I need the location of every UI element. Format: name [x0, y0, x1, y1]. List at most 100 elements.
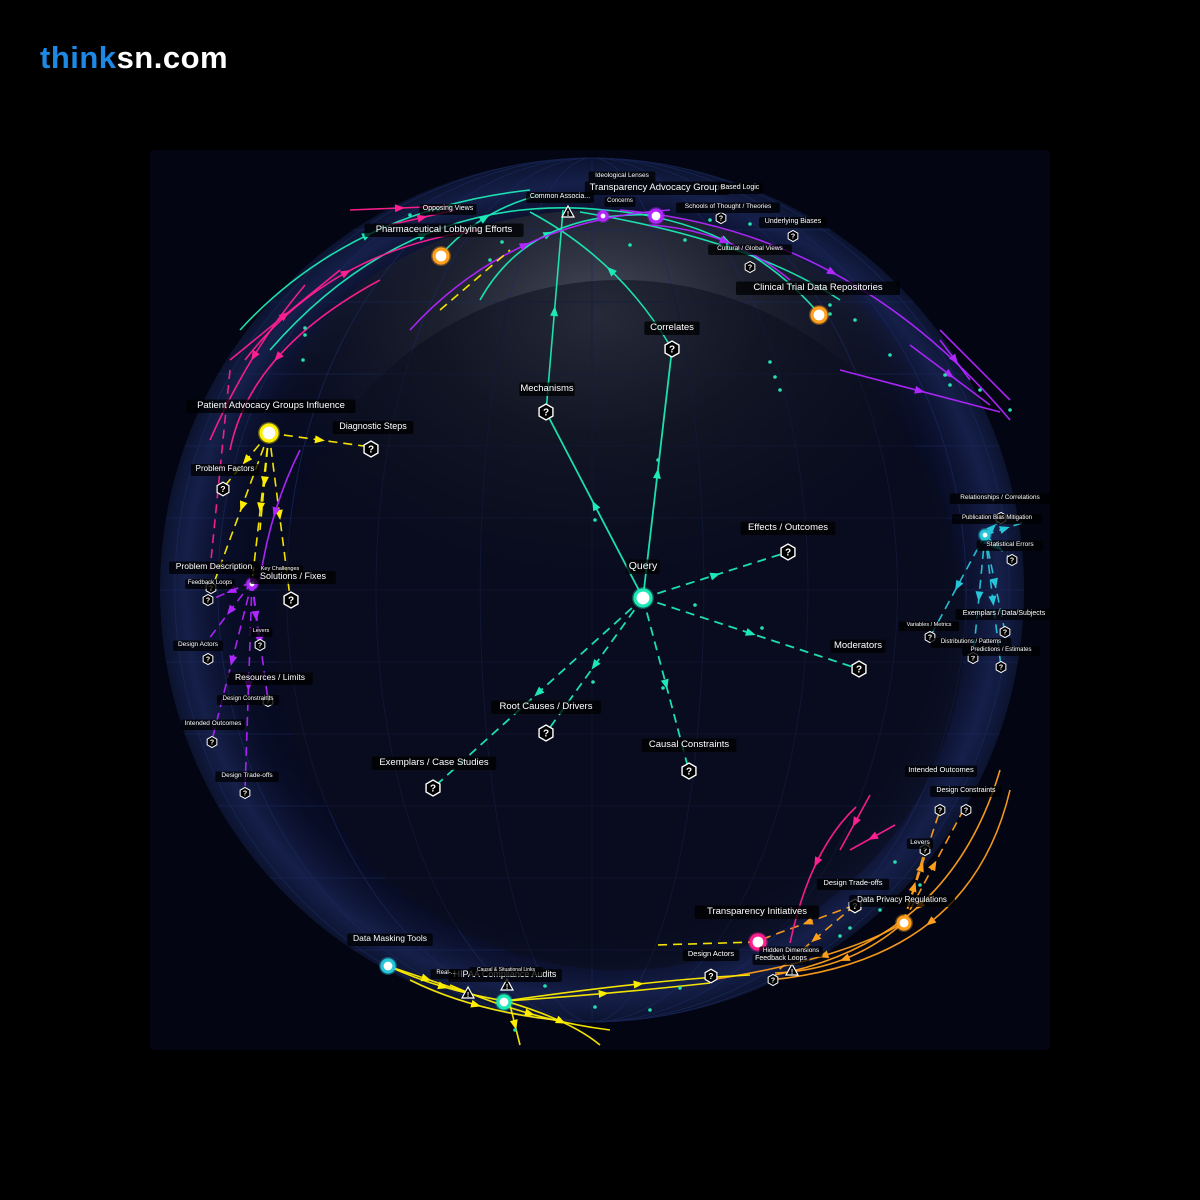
edge-dot: [500, 240, 504, 244]
peripheral-label-bg: [906, 838, 934, 849]
spoke-question-icon[interactable]: ?: [780, 543, 796, 561]
hex-shape: [999, 625, 1011, 639]
peripheral-label: Levers: [249, 627, 273, 637]
left-question-icon[interactable]: ?: [283, 591, 299, 609]
left-question-icon[interactable]: ?: [363, 440, 379, 458]
brand-logo[interactable]: thinksn.com: [40, 40, 228, 76]
warning-triangle-shape: [784, 962, 800, 976]
peripheral-label: Problem Description: [169, 561, 259, 574]
bl-yellow-edge-arrow: [470, 999, 482, 1008]
peripheral-label-bg: [249, 627, 273, 637]
edge-dot: [648, 1008, 652, 1012]
br-orange-dash-edge: [774, 904, 856, 974]
right-cyan-dash-edge-path: [929, 534, 986, 638]
spoke-question-icon[interactable]: ?: [538, 724, 554, 742]
right-question-icon[interactable]: ?: [999, 625, 1011, 639]
right-question-icon[interactable]: ?: [1006, 553, 1018, 567]
hex-shape: [780, 543, 796, 561]
node-layer[interactable]: ?Mechanisms?Correlates?Effects / Outcome…: [169, 171, 1050, 1012]
left-purple-dash-edge: [207, 581, 253, 641]
edge-dot: [628, 243, 632, 247]
graph-canvas[interactable]: ?Mechanisms?Correlates?Effects / Outcome…: [150, 150, 1050, 1050]
warning-triangle-icon: !: [499, 977, 515, 991]
br-question-icon[interactable]: ?: [704, 968, 718, 984]
right-question-icon[interactable]: ?: [995, 660, 1007, 674]
right-cyan-dash-edge-arrow: [990, 577, 998, 589]
peripheral-label-bg: [675, 202, 781, 213]
br-question-icon[interactable]: ?: [934, 803, 946, 817]
hub-node-hipaa-audits[interactable]: [495, 993, 513, 1011]
left-question-icon[interactable]: ?: [254, 638, 266, 652]
spoke-label-text: Correlates: [650, 322, 694, 333]
top-question-icon[interactable]: ?: [715, 211, 727, 225]
br-question-icon[interactable]: ?: [960, 803, 972, 817]
peripheral-label: Concerns: [604, 197, 636, 207]
hub-node-data-masking-ring: [380, 958, 396, 974]
hub-node-data-masking[interactable]: [379, 957, 397, 975]
top-question-icon[interactable]: ?: [744, 260, 756, 274]
spoke-question-icon[interactable]: ?: [664, 340, 680, 358]
hub-label-bg: [364, 223, 524, 237]
br-question-icon[interactable]: ?: [767, 973, 779, 987]
top-question-icon[interactable]: ?: [787, 229, 799, 243]
edge-dot: [661, 686, 665, 690]
hub-label: Patient Advocacy Groups Influence: [186, 399, 356, 413]
question-mark-glyph: ?: [708, 971, 713, 981]
left-yellow-dash-edge: [214, 432, 270, 581]
peripheral-label: Common Associa...: [526, 192, 594, 203]
query-center-node[interactable]: [632, 587, 654, 609]
edge-dot: [878, 908, 882, 912]
question-mark-glyph: ?: [258, 642, 262, 649]
spoke-label-bg: [371, 756, 497, 770]
spoke-question-icon[interactable]: ?: [538, 403, 554, 421]
edge-dot: [1008, 408, 1012, 412]
left-question-icon[interactable]: ?: [239, 786, 251, 800]
peripheral-label-bg: [419, 204, 477, 215]
left-magenta-edge-arrow: [251, 349, 260, 361]
left-yellow-dash-edge-path: [251, 432, 270, 583]
peripheral-label: Design Constraints: [930, 786, 1002, 797]
spoke-question-icon[interactable]: ?: [681, 762, 697, 780]
peripheral-label: Problem Factors: [190, 464, 260, 476]
edge-dot: [893, 860, 897, 864]
question-mark-glyph: ?: [220, 484, 225, 494]
knowledge-sphere-graph[interactable]: ?Mechanisms?Correlates?Effects / Outcome…: [150, 150, 1050, 1050]
spoke-question-icon[interactable]: ?: [851, 660, 867, 678]
question-mark-glyph: ?: [856, 665, 862, 676]
left-question-icon[interactable]: ?: [206, 735, 218, 749]
hub-label-bg: [849, 895, 955, 907]
left-question-icon[interactable]: ?: [216, 481, 230, 497]
top-yellow-dash-edge-path: [439, 249, 511, 311]
question-mark-glyph: ?: [971, 655, 975, 662]
peripheral-label-text: Cultural / Global Views: [717, 245, 783, 252]
right-small-cyan-node[interactable]: [978, 528, 992, 542]
peripheral-label-bg: [898, 621, 960, 631]
peripheral-label-text: Variables / Metrics: [907, 622, 952, 628]
top-purple-arc-edge-arrow: [518, 242, 530, 251]
spoke-question-icon[interactable]: ?: [425, 779, 441, 797]
edge-dot: [778, 388, 782, 392]
right-purple-edge-arrow: [914, 385, 925, 394]
hex-shape: [934, 803, 946, 817]
peripheral-label-text: Design Trade-offs: [221, 772, 273, 779]
hub-node-transparency-advocacy[interactable]: [647, 207, 665, 225]
right-cyan-dash-edge-arrow: [975, 591, 984, 602]
top-small-purple-node[interactable]: [596, 209, 610, 223]
bl-yellow-edge-arrow: [633, 980, 644, 989]
hub-node-patient-advocacy[interactable]: [258, 422, 280, 444]
spoke-label: Moderators: [830, 639, 886, 653]
hub-node-data-privacy[interactable]: [895, 914, 913, 932]
left-question-icon[interactable]: ?: [202, 593, 214, 607]
peripheral-label: Intended Outcomes: [181, 719, 245, 730]
left-question-icon[interactable]: ?: [202, 652, 214, 666]
edge-dot: [760, 626, 764, 630]
top-magenta-short-edge-arrow: [394, 204, 405, 213]
hub-node-clinical-trial-repos[interactable]: [809, 305, 829, 325]
warning-triangle-icon: !: [460, 985, 476, 999]
peripheral-label: Relationships / Correlations: [949, 493, 1050, 504]
spoke-label: Root Causes / Drivers: [491, 700, 601, 714]
hub-node-pharma-lobbying[interactable]: [431, 246, 451, 266]
br-magenta-edge-arrow: [852, 816, 861, 827]
peripheral-label-text: Levers: [910, 839, 930, 846]
peripheral-label: Schools of Thought / Theories: [675, 202, 781, 213]
